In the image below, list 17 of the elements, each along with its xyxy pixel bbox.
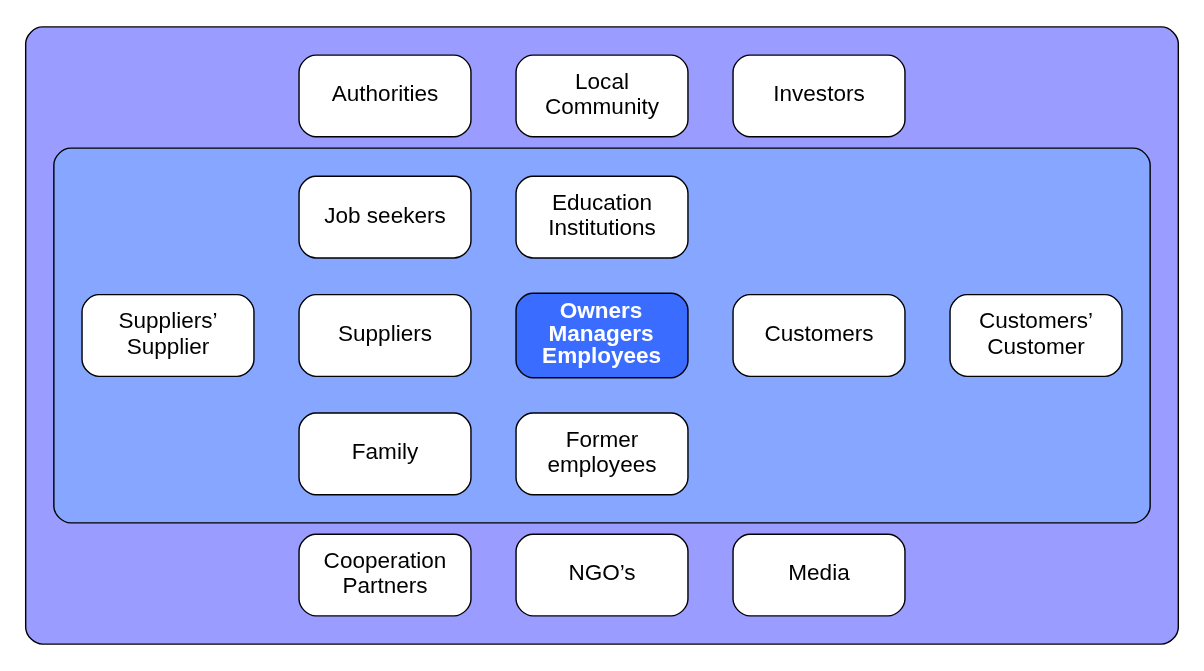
node-box: Local Community (515, 54, 689, 138)
node-box: Media (732, 533, 906, 617)
cluster (53, 147, 1151, 524)
node-box: Owners Managers Employees (515, 292, 689, 379)
node-box: Customers (732, 293, 906, 378)
node-box: Cooperation Partners (298, 533, 472, 617)
node-box: Authorities (298, 54, 472, 138)
node-box: Customers’ Customer (949, 293, 1123, 378)
node-box: Education Institutions (515, 175, 689, 259)
node-box: Investors (732, 54, 906, 138)
node-box: Job seekers (298, 175, 472, 259)
node-box: Suppliers’ Supplier (81, 293, 255, 378)
cluster (24, 26, 1180, 645)
node-box: Family (298, 412, 472, 496)
node-box: Suppliers (298, 293, 472, 378)
node-box: NGO’s (515, 533, 689, 617)
node-box: Former employees (515, 412, 689, 496)
